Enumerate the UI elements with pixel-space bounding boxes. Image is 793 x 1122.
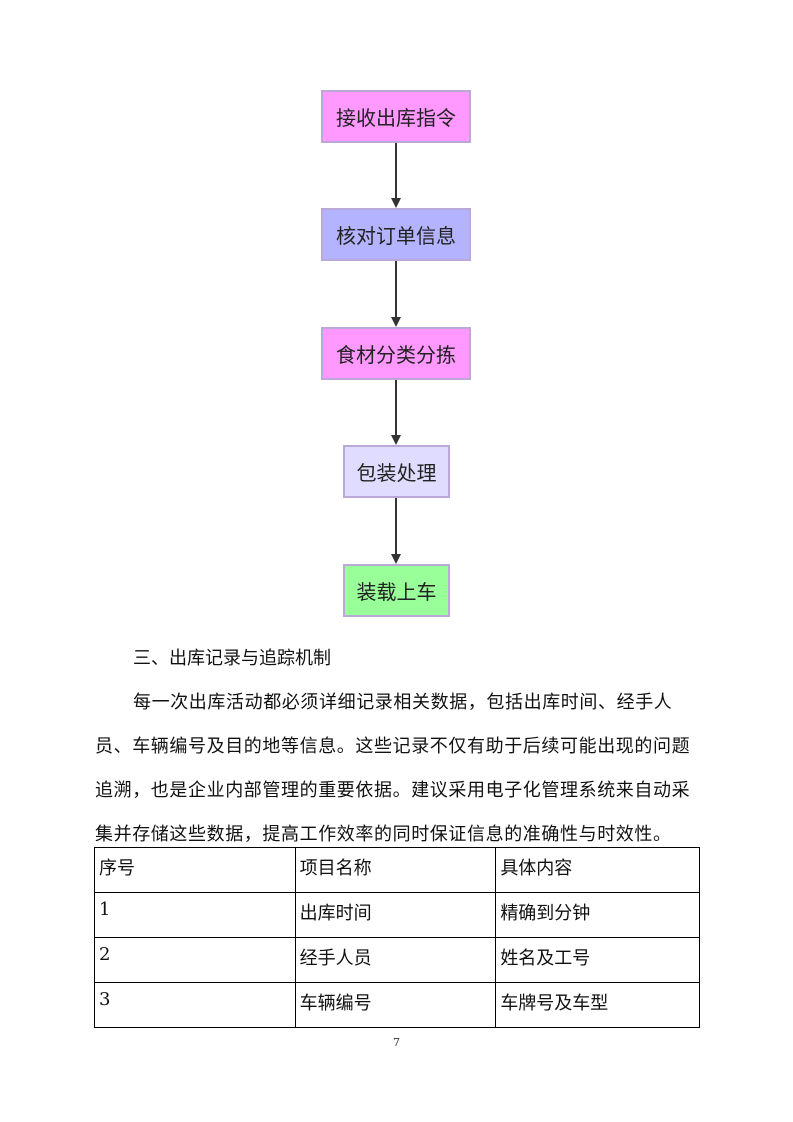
table-cell: 姓名及工号 <box>495 937 700 983</box>
records-table: 序号 项目名称 具体内容 1 出库时间 精确到分钟 2 经手人员 姓名及工号 3… <box>94 847 700 1028</box>
section-paragraph: 每一次出库活动都必须详细记录相关数据，包括出库时间、经手人员、车辆编号及目的地等… <box>95 692 691 845</box>
flow-step-verify-order: 核对订单信息 <box>321 208 471 261</box>
table-header-cell: 项目名称 <box>294 847 497 893</box>
table-row: 1 出库时间 精确到分钟 <box>94 892 700 938</box>
flow-step-packaging: 包装处理 <box>343 445 450 498</box>
flowchart-arrows <box>391 143 401 564</box>
table-cell: 经手人员 <box>294 937 497 983</box>
table-row: 2 经手人员 姓名及工号 <box>94 937 700 983</box>
page-number: 7 <box>393 1036 400 1049</box>
table-cell: 精确到分钟 <box>495 892 700 938</box>
table-cell: 3 <box>94 982 296 1028</box>
flow-step-receive-order: 接收出库指令 <box>321 90 471 143</box>
table-cell: 车辆编号 <box>294 982 497 1028</box>
table-cell: 1 <box>94 892 296 938</box>
table-header-row: 序号 项目名称 具体内容 <box>94 847 700 893</box>
table-cell: 出库时间 <box>294 892 497 938</box>
table-header-cell: 具体内容 <box>495 847 700 893</box>
table-row: 3 车辆编号 车牌号及车型 <box>94 982 700 1028</box>
section-heading: 三、出库记录与追踪机制 <box>133 648 331 669</box>
flowchart: 接收出库指令 核对订单信息 食材分类分拣 包装处理 装载上车 <box>321 90 471 617</box>
flow-step-sort-ingredients: 食材分类分拣 <box>321 327 471 380</box>
table-cell: 车牌号及车型 <box>495 982 700 1028</box>
table-cell: 2 <box>94 937 296 983</box>
table-header-cell: 序号 <box>94 847 296 893</box>
flow-step-loading: 装载上车 <box>343 564 450 617</box>
